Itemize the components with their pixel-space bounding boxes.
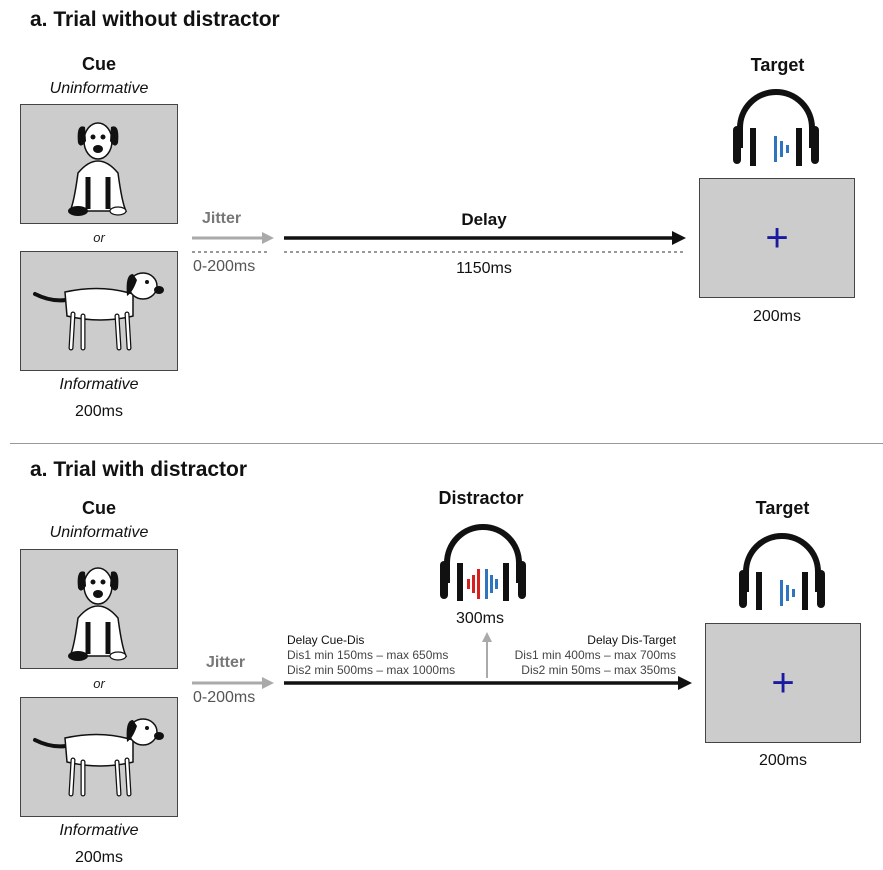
delay-dis-target-heading: Delay Dis-Target	[587, 633, 676, 647]
delay-arrow-a	[284, 231, 686, 253]
cue-label-a: Cue	[81, 54, 116, 74]
delay-dis-target-dis1: Dis1 min 400ms – max 700ms	[514, 648, 676, 662]
cue-screen-uninformative-b	[20, 549, 178, 669]
cue-screen-uninformative-a	[20, 104, 178, 224]
target-duration-a: 200ms	[752, 308, 802, 325]
standing-dog-icon	[33, 718, 164, 797]
delay-label-a: Delay	[461, 210, 507, 229]
target-duration-b: 200ms	[758, 752, 808, 769]
cue-label-b: Cue	[81, 498, 116, 518]
delay-arrow-b	[284, 676, 692, 690]
target-label-b: Target	[755, 498, 810, 518]
informative-label-a: Informative	[59, 376, 139, 393]
distractor-label: Distractor	[438, 488, 524, 508]
delay-dis-target-block: Delay Dis-Target Dis1 min 400ms – max 70…	[488, 633, 676, 678]
sitting-dog-icon	[68, 122, 128, 216]
distractor-duration: 300ms	[455, 610, 505, 627]
standing-dog-icon	[33, 272, 164, 351]
cue-duration-b: 200ms	[74, 849, 124, 866]
target-screen-b: +	[705, 623, 861, 743]
distractor-up-arrow	[482, 632, 492, 678]
cue-duration-a: 200ms	[74, 403, 124, 420]
jitter-arrow-b	[192, 677, 274, 689]
headphones-target-a-icon	[733, 89, 819, 166]
cue-screen-informative-a	[20, 251, 178, 371]
fixation-cross-b: +	[771, 661, 795, 705]
or-label-a: or	[93, 230, 105, 245]
delay-dis-target-dis2: Dis2 min 50ms – max 350ms	[521, 663, 676, 677]
delay-cue-dis-heading: Delay Cue-Dis	[287, 633, 365, 647]
uninformative-label-a: Uninformative	[49, 80, 149, 97]
delay-cue-dis-block: Delay Cue-Dis Dis1 min 150ms – max 650ms…	[287, 633, 455, 678]
panel-divider	[10, 443, 883, 444]
delay-duration-a: 1150ms	[456, 260, 512, 277]
or-label-b: or	[93, 676, 105, 691]
jitter-label-a: Jitter	[202, 210, 242, 227]
headphones-target-b-icon	[739, 533, 825, 610]
jitter-label-b: Jitter	[206, 654, 246, 671]
panel-b-title: a. Trial with distractor	[30, 458, 248, 481]
uninformative-label-b: Uninformative	[49, 524, 149, 541]
fixation-cross-a: +	[765, 216, 789, 260]
jitter-arrow-a	[192, 232, 274, 253]
target-screen-a: +	[699, 178, 855, 298]
sitting-dog-icon	[68, 567, 128, 661]
delay-cue-dis-dis1: Dis1 min 150ms – max 650ms	[287, 648, 449, 662]
jitter-duration-b: 0-200ms	[193, 689, 256, 706]
jitter-duration-a: 0-200ms	[193, 258, 256, 275]
cue-screen-informative-b	[20, 697, 178, 817]
informative-label-b: Informative	[59, 822, 139, 839]
target-label-a: Target	[750, 55, 805, 75]
delay-cue-dis-dis2: Dis2 min 500ms – max 1000ms	[287, 663, 456, 677]
panel-a-title: a. Trial without distractor	[30, 8, 280, 31]
headphones-distractor-icon	[440, 524, 526, 601]
